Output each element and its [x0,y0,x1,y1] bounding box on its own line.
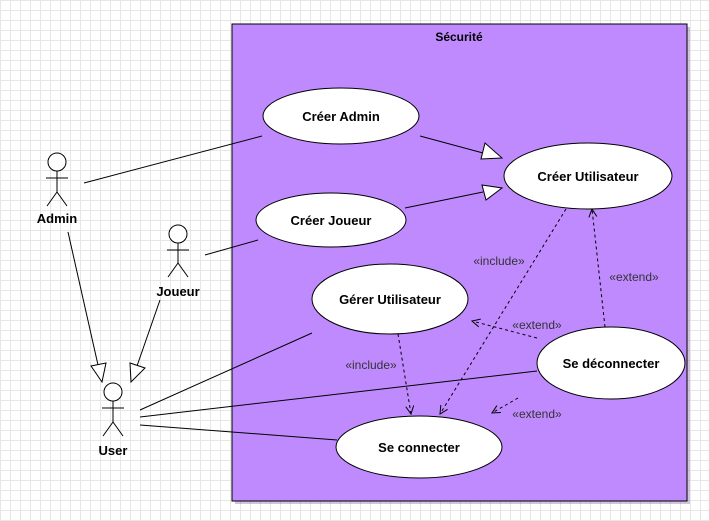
gen-creer-joueur-line [404,191,484,209]
stereotype-include-1: «include» [473,254,525,268]
actor-joueur-label: Joueur [156,284,199,299]
assoc-user-deconnecter [139,370,538,418]
assoc-user-connecter [139,424,338,441]
gen-joueur-user-head [129,362,146,384]
assoc-admin-creer-admin [83,135,263,184]
extend-deconnecter-gerer [472,321,538,339]
stereotype-extend-2: «extend» [512,318,562,332]
stereotype-extend-1: «extend» [609,270,659,284]
gen-joueur-user-line [136,299,161,367]
actor-user[interactable]: User [99,382,128,458]
actor-admin[interactable]: Admin [37,152,78,226]
actor-joueur[interactable]: Joueur [156,224,200,299]
extend-deconnecter-creer-util [592,209,606,328]
extend-deconnecter-connecter [492,397,519,413]
usecase-se-connecter[interactable]: Se connecter [335,415,503,479]
usecase-gerer-utilisateur[interactable]: Gérer Utilisateur [311,263,469,335]
usecase-se-connecter-label: Se connecter [378,440,460,455]
include-creer-util-connecter [440,208,567,414]
include-gerer-connecter [397,333,411,414]
stereotype-include-2: «include» [345,358,397,372]
usecase-creer-admin[interactable]: Créer Admin [262,87,420,145]
usecase-creer-utilisateur[interactable]: Créer Utilisateur [503,142,673,210]
actor-admin-label: Admin [37,211,78,226]
stereotype-extend-3: «extend» [512,407,562,421]
gen-admin-user-line [67,231,99,366]
usecase-gerer-utilisateur-label: Gérer Utilisateur [339,292,441,307]
usecase-creer-utilisateur-label: Créer Utilisateur [537,169,638,184]
usecase-se-deconnecter-label: Se déconnecter [563,356,660,371]
usecase-se-deconnecter[interactable]: Se déconnecter [536,326,686,400]
gen-admin-user-head [90,362,107,384]
assoc-joueur-creer-joueur [204,239,259,256]
gen-creer-joueur-head [481,184,504,201]
assoc-user-gerer [139,332,313,411]
actor-user-label: User [99,443,128,458]
usecase-creer-joueur[interactable]: Créer Joueur [255,192,407,248]
usecase-creer-admin-label: Créer Admin [302,109,380,124]
gen-creer-admin-head [480,142,504,160]
gen-creer-admin-line [419,135,484,154]
usecase-creer-joueur-label: Créer Joueur [291,213,372,228]
system-title: Sécurité [435,30,483,44]
